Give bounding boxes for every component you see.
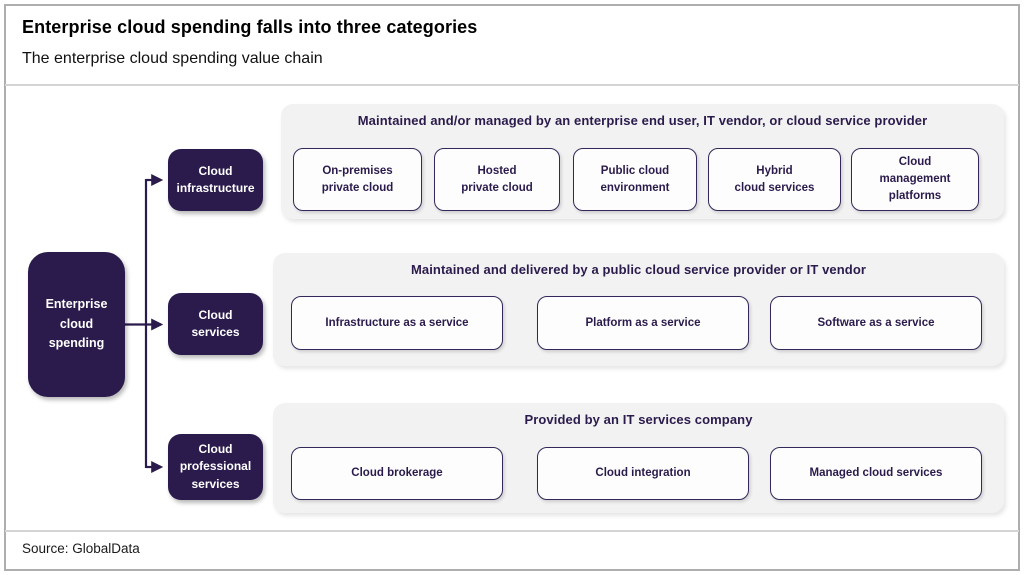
leaf-box-hybrid-cloud-services: Hybrid cloud services [708, 148, 841, 211]
root-node-enterprise-cloud-spending: Enterprise cloud spending [28, 252, 125, 397]
header-divider [5, 84, 1019, 86]
group-header: Maintained and/or managed by an enterpri… [357, 113, 928, 128]
leaf-box-hosted-private-cloud: Hosted private cloud [434, 148, 560, 211]
source-text: Source: GlobalData [22, 541, 140, 556]
group-panel-cloud-services: Maintained and delivered by a public clo… [273, 253, 1004, 366]
page-subtitle: The enterprise cloud spending value chai… [22, 50, 323, 67]
group-panel-cloud-infrastructure: Maintained and/or managed by an enterpri… [281, 104, 1004, 219]
leaf-box-cloud-brokerage: Cloud brokerage [291, 447, 503, 500]
leaf-box-software-as-a-service: Software as a service [770, 296, 982, 350]
group-header: Maintained and delivered by a public clo… [410, 262, 867, 277]
leaf-box-infrastructure-as-a-service: Infrastructure as a service [291, 296, 503, 350]
branch-node-cloud-infrastructure: Cloud infrastructure [168, 149, 263, 211]
leaf-box-cloud-integration: Cloud integration [537, 447, 749, 500]
leaf-box-public-cloud-environment: Public cloud environment [573, 148, 697, 211]
leaf-box-managed-cloud-services: Managed cloud services [770, 447, 982, 500]
leaf-box-cloud-management-platforms: Cloud management platforms [851, 148, 979, 211]
footer-divider [5, 530, 1019, 532]
group-panel-cloud-professional-services: Provided by an IT services company Cloud… [273, 403, 1004, 513]
leaf-box-on-premises-private-cloud: On-premises private cloud [293, 148, 422, 211]
leaf-box-platform-as-a-service: Platform as a service [537, 296, 749, 350]
page-title: Enterprise cloud spending falls into thr… [22, 17, 478, 37]
branch-node-cloud-professional-services: Cloud professional services [168, 434, 263, 500]
group-header: Provided by an IT services company [524, 412, 753, 427]
branch-node-cloud-services: Cloud services [168, 293, 263, 355]
